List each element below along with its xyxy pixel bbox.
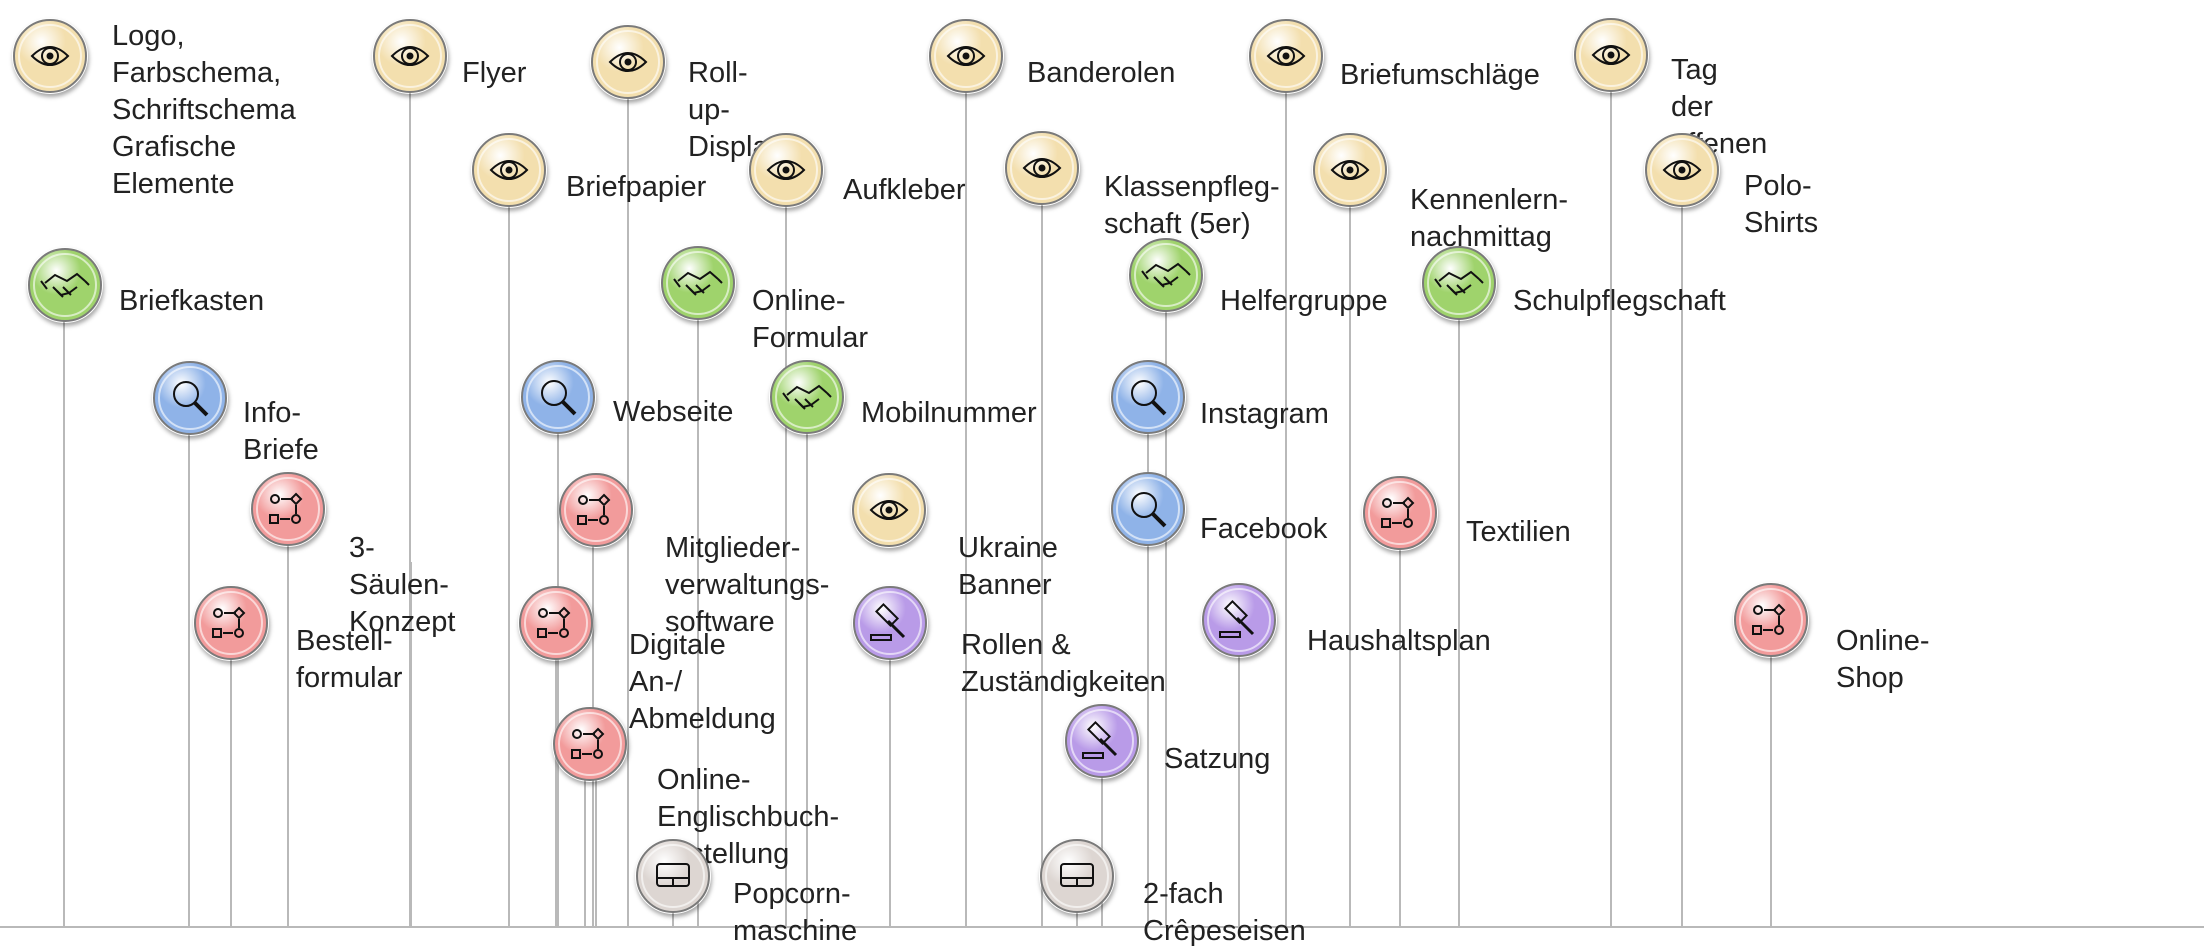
- handshake-icon: [1128, 237, 1204, 313]
- eye-icon: [1312, 132, 1388, 208]
- process-flow-icon: [1733, 582, 1809, 658]
- node-label-drei-saeulen-konzept: 3-Säulen- Konzept: [349, 532, 456, 638]
- eye-icon: [748, 132, 824, 208]
- magnifier-icon: [152, 360, 228, 436]
- node-label-popcornmaschine: Popcorn- maschine: [733, 878, 858, 947]
- gavel-icon: [1064, 703, 1140, 779]
- node-label-mobilnummer: Mobilnummer: [861, 397, 1037, 429]
- eye-icon: [12, 18, 88, 94]
- eye-icon: [851, 472, 927, 548]
- handshake-icon: [1421, 245, 1497, 321]
- process-flow-icon: [518, 585, 594, 661]
- node-label-online-shop: Online- Shop: [1836, 625, 1930, 694]
- eye-icon: [1248, 18, 1324, 94]
- node-label-briefumschlaege: Briefumschläge: [1340, 59, 1540, 91]
- node-label-facebook: Facebook: [1200, 513, 1328, 545]
- node-label-webseite: Webseite: [613, 396, 734, 428]
- node-label-schulpflegschaft: Schulpflegschaft: [1513, 285, 1726, 317]
- handshake-icon: [27, 247, 103, 323]
- gavel-icon: [852, 585, 928, 661]
- eye-icon: [372, 18, 448, 94]
- device-icon: [1039, 838, 1115, 914]
- eye-icon: [1004, 130, 1080, 206]
- node-label-roll-up-display: Roll-up-Display: [688, 57, 784, 163]
- node-label-online-formular: Online-Formular: [752, 285, 869, 354]
- handshake-icon: [769, 359, 845, 435]
- node-label-ukraine-banner: Ukraine Banner: [958, 532, 1058, 601]
- process-flow-icon: [1362, 475, 1438, 551]
- gavel-icon: [1201, 582, 1277, 658]
- eye-icon: [1644, 132, 1720, 208]
- node-label-briefkasten: Briefkasten: [119, 285, 265, 317]
- connector-lines: [0, 75, 2204, 928]
- node-label-briefpapier: Briefpapier: [566, 171, 707, 203]
- node-label-banderolen: Banderolen: [1027, 57, 1176, 89]
- magnifier-icon: [1110, 471, 1186, 547]
- node-label-rollen: Rollen & Zuständigkeiten: [961, 629, 1166, 698]
- node-label-bestellformular: Bestell- formular: [296, 625, 403, 694]
- magnifier-icon: [520, 359, 596, 435]
- node-label-satzung: Satzung: [1164, 743, 1271, 775]
- node-label-flyer: Flyer: [462, 57, 527, 89]
- node-label-haushaltsplan: Haushaltsplan: [1307, 625, 1491, 657]
- magnifier-icon: [1110, 359, 1186, 435]
- node-label-crepeseisen: 2-fach Crêpeseisen: [1143, 878, 1306, 947]
- node-label-aufkleber: Aufkleber: [843, 174, 966, 206]
- process-flow-icon: [250, 471, 326, 547]
- node-label-mitgliederverwaltung: Mitglieder- verwaltungs- software: [665, 532, 830, 638]
- node-label-instagram: Instagram: [1200, 398, 1329, 430]
- roadmap-diagram: Logo, Farbschema, Schriftschema Grafisch…: [0, 17, 2204, 947]
- device-icon: [635, 838, 711, 914]
- node-label-logo: Logo, Farbschema, Schriftschema Grafisch…: [112, 20, 296, 200]
- process-flow-icon: [193, 585, 269, 661]
- eye-icon: [471, 132, 547, 208]
- eye-icon: [928, 18, 1004, 94]
- node-label-helfergruppe: Helfergruppe: [1220, 285, 1388, 317]
- node-label-kennenlernnachmittag: Kennenlern- nachmittag: [1410, 184, 1568, 253]
- process-flow-icon: [558, 472, 634, 548]
- eye-icon: [1573, 17, 1649, 93]
- node-label-textilien: Textilien: [1466, 516, 1571, 548]
- node-label-info-briefe: Info-Briefe: [243, 397, 319, 466]
- node-label-englischbuch: Online- Englischbuch- bestellung: [657, 764, 840, 870]
- process-flow-icon: [552, 706, 628, 782]
- handshake-icon: [660, 245, 736, 321]
- node-label-polo-shirts: Polo-Shirts: [1744, 170, 1819, 239]
- node-label-digitale-anmeldung: Digitale An-/ Abmeldung: [629, 629, 776, 735]
- node-label-klassenpflegschaft: Klassenpfleg- schaft (5er): [1104, 171, 1280, 240]
- eye-icon: [590, 24, 666, 100]
